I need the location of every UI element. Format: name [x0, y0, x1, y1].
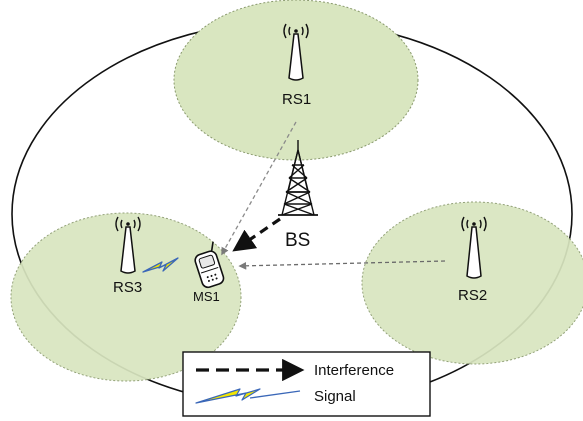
ms1-label: MS1 — [193, 289, 220, 304]
rs1-antenna-icon — [283, 23, 309, 81]
rs2-to-ms1-link — [238, 260, 446, 270]
rs2-antenna-icon — [461, 216, 487, 279]
legend-signal-swatch — [195, 388, 301, 404]
legend-signal-label: Signal — [314, 388, 356, 405]
rs3-antenna-icon — [115, 216, 141, 274]
rs3-label: RS3 — [113, 279, 142, 296]
rs3-coverage-area — [10, 212, 242, 382]
rs2-label: RS2 — [458, 287, 487, 304]
legend-interference-label: Interference — [314, 362, 394, 379]
rs2-coverage-area — [361, 201, 583, 365]
legend: Interference Signal — [182, 351, 431, 417]
interference-arrow — [232, 217, 281, 252]
bs-label: BS — [285, 230, 310, 251]
rs1-label: RS1 — [282, 91, 311, 108]
ms1-phone-icon — [194, 241, 225, 289]
bs-tower-icon — [278, 140, 318, 216]
signal-bolt-icon — [142, 257, 179, 273]
